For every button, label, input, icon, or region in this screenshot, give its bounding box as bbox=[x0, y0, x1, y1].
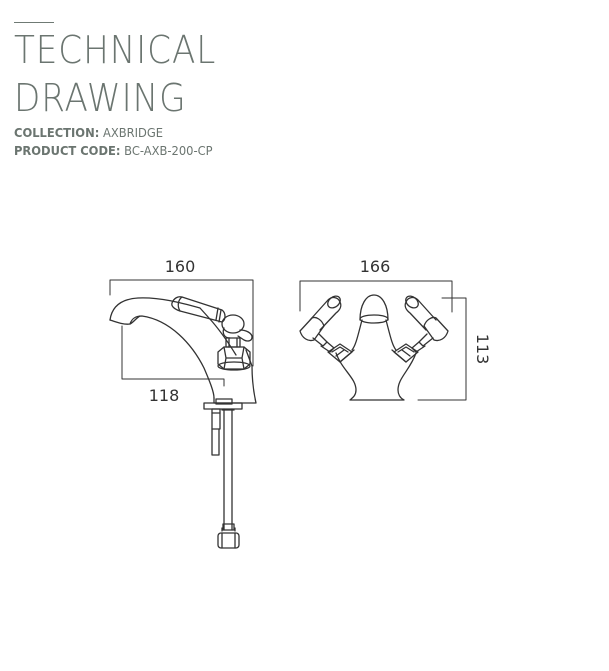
dim-166: 166 bbox=[360, 257, 391, 276]
page-title-line1: TECHNICAL bbox=[14, 28, 217, 72]
dim-113: 113 bbox=[473, 334, 492, 365]
product-code-info: PRODUCT CODE: BC-AXB-200-CP bbox=[14, 143, 213, 159]
side-view: 160 118 bbox=[109, 257, 257, 549]
product-code-label: PRODUCT CODE: bbox=[14, 143, 121, 158]
header-rule bbox=[14, 22, 54, 23]
front-view: 166 113 bbox=[299, 257, 492, 401]
product-code-value: BC-AXB-200-CP bbox=[124, 143, 213, 158]
collection-info: COLLECTION: AXBRIDGE bbox=[14, 125, 163, 141]
page-title-line2: DRAWING bbox=[14, 76, 187, 120]
dim-160: 160 bbox=[165, 257, 196, 276]
dim-118: 118 bbox=[149, 386, 180, 405]
collection-value: AXBRIDGE bbox=[102, 125, 164, 140]
collection-label: COLLECTION: bbox=[14, 125, 100, 140]
